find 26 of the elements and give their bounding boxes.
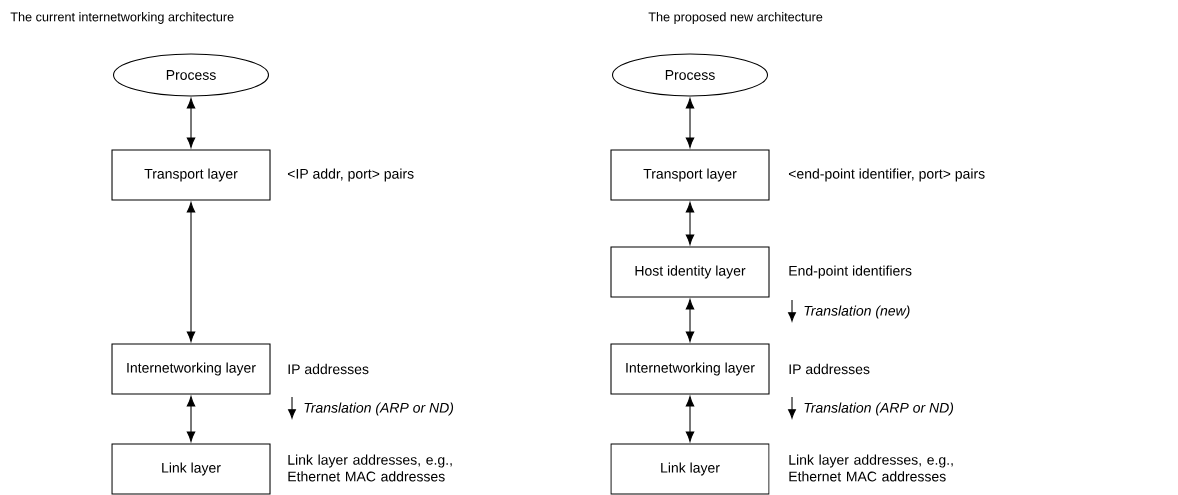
arrow	[186, 202, 196, 342]
note-text: IP addresses	[789, 363, 870, 375]
note-text: Link layer addresses, e.g., Ethernet MAC addresses	[288, 454, 452, 482]
layer-box: Transport layer	[111, 149, 271, 201]
layer-box: Link layer	[610, 443, 770, 495]
note-text: Translation (ARP or ND)	[304, 402, 454, 416]
arrow	[685, 202, 695, 245]
note-text: Translation (new)	[804, 305, 910, 319]
layer-box: Link layer	[111, 443, 271, 495]
note-text: End-point identifiers	[789, 265, 912, 279]
note-text: Translation (ARP or ND)	[804, 402, 954, 416]
layer-box: Host identity layer	[610, 246, 770, 298]
layer-box: Internetworking layer	[111, 343, 271, 395]
arrow	[685, 299, 695, 342]
arrow	[685, 98, 695, 148]
note-text: <end-point identifier, port> pairs	[788, 168, 985, 182]
arrow	[685, 396, 695, 442]
arrow	[186, 98, 196, 148]
layer-box: Internetworking layer	[610, 343, 770, 395]
note-text: IP addresses	[288, 363, 369, 375]
heading: The current internetworking architecture	[10, 12, 234, 24]
note-text: Link layer addresses, e.g., Ethernet MAC addresses	[789, 454, 953, 482]
heading: The proposed new architecture	[648, 12, 823, 24]
arrow	[186, 396, 196, 442]
layer-box: Transport layer	[610, 149, 770, 201]
note-text: <IP addr, port> pairs	[287, 168, 414, 182]
